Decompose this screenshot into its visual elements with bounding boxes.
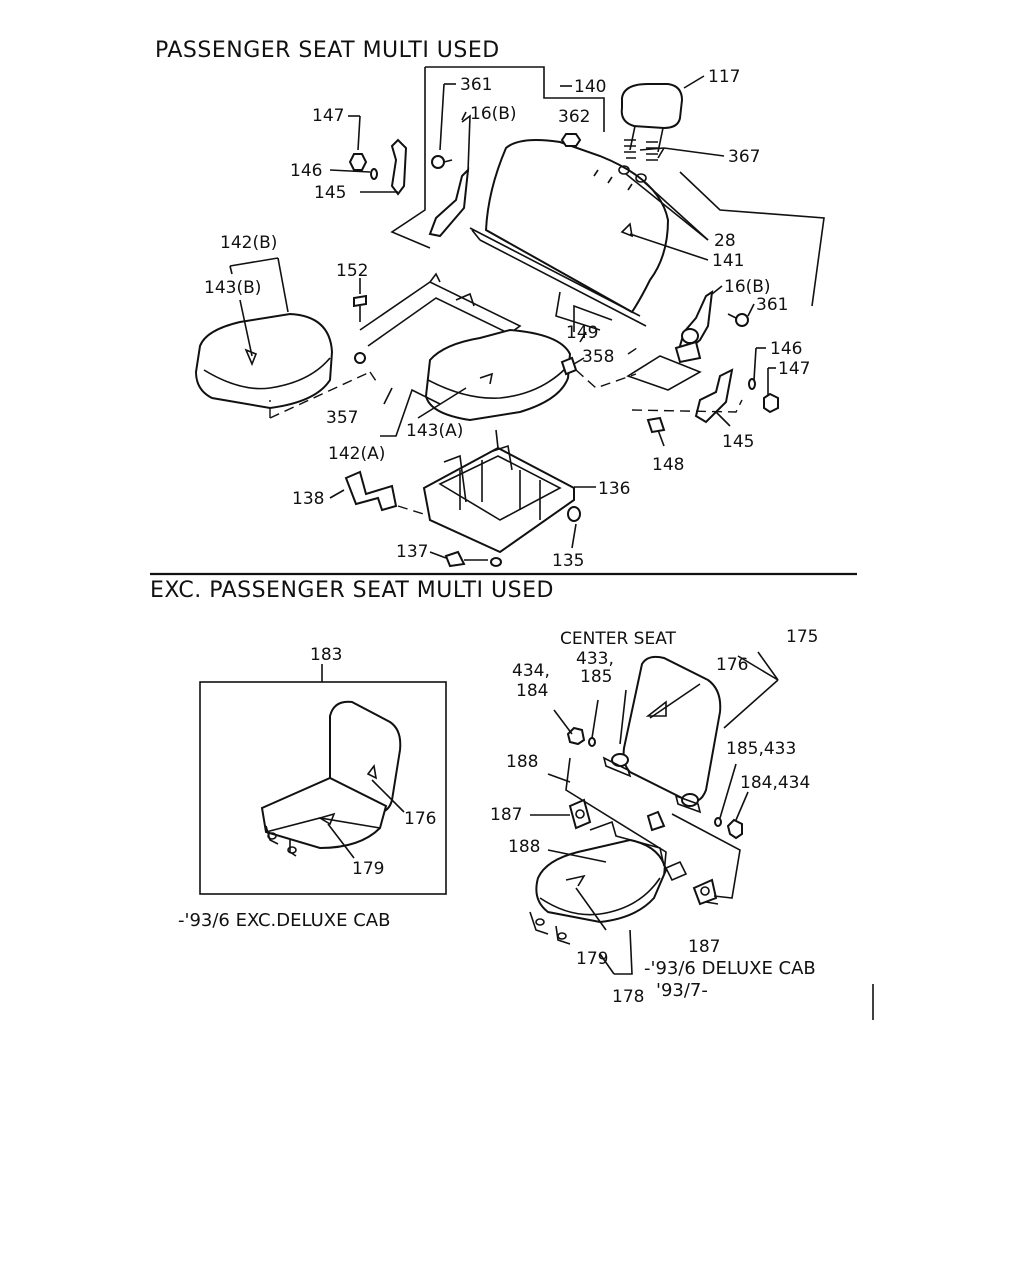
label-183: 183	[310, 645, 342, 665]
seat-back-141	[484, 139, 670, 314]
heading-exc-passenger-seat: EXC. PASSENGER SEAT MULTI USED	[150, 578, 554, 603]
label-16b-lower: 16(B)	[724, 277, 771, 297]
label-141: 141	[712, 251, 744, 271]
label-16b-upper: 16(B)	[470, 104, 517, 124]
label-362: 362	[558, 107, 590, 127]
label-152: 152	[336, 261, 368, 281]
top-leader-lines	[229, 75, 776, 559]
label-146-upper: 146	[290, 161, 322, 181]
label-149: 149	[566, 323, 598, 343]
label-148: 148	[652, 455, 684, 475]
label-434-184-line1: 434,	[512, 661, 550, 681]
label-176-right: 176	[716, 655, 748, 675]
center-seat-assembly: CENTER SEAT	[490, 627, 818, 1007]
label-179-left: 179	[352, 859, 384, 879]
heading-passenger-seat-multi-used: PASSENGER SEAT MULTI USED	[155, 38, 500, 63]
note-93-7: '93/7-	[656, 980, 708, 1001]
label-140: 140	[574, 77, 606, 97]
label-145-upper: 145	[314, 183, 346, 203]
label-433-185-line2: 185	[580, 667, 612, 687]
heading-center-seat: CENTER SEAT	[560, 629, 677, 649]
note-deluxe-cab: -'93/6 DELUXE CAB	[644, 958, 816, 979]
label-178: 178	[612, 987, 644, 1007]
label-188-upper: 188	[506, 752, 538, 772]
label-176-left: 176	[404, 809, 436, 829]
label-187-left: 187	[490, 805, 522, 825]
label-117: 117	[708, 67, 740, 87]
label-135: 135	[552, 551, 584, 571]
label-138: 138	[292, 489, 324, 509]
label-143a: 143(A)	[406, 421, 463, 441]
label-187-right: 187	[688, 937, 720, 957]
label-142b: 142(B)	[220, 233, 277, 253]
label-146-lower: 146	[770, 339, 802, 359]
note-exc-deluxe-cab: -'93/6 EXC.DELUXE CAB	[178, 910, 390, 931]
top-assembly	[194, 66, 825, 568]
label-136: 136	[598, 479, 630, 499]
label-361-lower: 361	[756, 295, 788, 315]
label-433-185-line1: 433,	[576, 649, 614, 669]
top-labels: 117 140 361 362 16(B) 147 146 145 367 28…	[204, 67, 810, 571]
label-184-434: 184,434	[740, 773, 810, 793]
label-147-lower: 147	[778, 359, 810, 379]
seat-183-panel: 183 176 179 -'93/6 EXC.DELUXE CAB	[178, 645, 447, 931]
label-137: 137	[396, 542, 428, 562]
label-434-184-line2: 184	[516, 681, 548, 701]
label-358: 358	[582, 347, 614, 367]
label-357: 357	[326, 408, 358, 428]
label-185-433: 185,433	[726, 739, 796, 759]
label-361-upper: 361	[460, 75, 492, 95]
label-145-lower: 145	[722, 432, 754, 452]
label-367: 367	[728, 147, 760, 167]
label-179-right: 179	[576, 949, 608, 969]
label-143b: 143(B)	[204, 278, 261, 298]
label-175: 175	[786, 627, 818, 647]
label-142a: 142(A)	[328, 444, 385, 464]
label-147-upper: 147	[312, 106, 344, 126]
label-188-lower: 188	[508, 837, 540, 857]
label-28: 28	[714, 231, 736, 251]
